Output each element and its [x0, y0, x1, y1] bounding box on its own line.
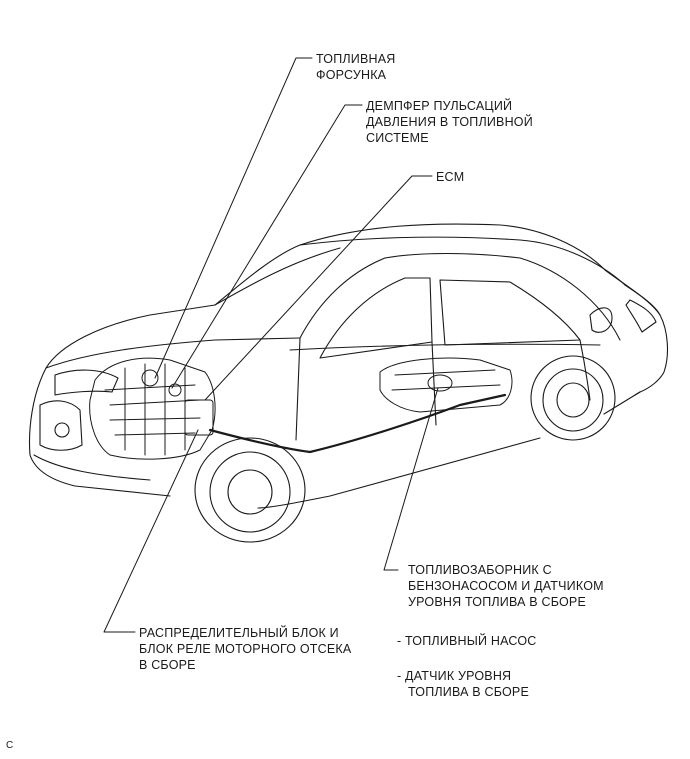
- label-fuel-suction-line1: ТОПЛИВОЗАБОРНИК С: [408, 563, 552, 577]
- tail-light: [625, 299, 657, 333]
- leader-lines: [103, 57, 439, 633]
- label-fuel-gauge-item: - ДАТЧИК УРОВНЯ ТОПЛИВА В СБОРЕ: [397, 668, 529, 700]
- leader-relay-block: [103, 429, 199, 633]
- car-body-lower: [29, 391, 641, 509]
- leader-fuel-suction: [383, 387, 439, 571]
- label-fuel-suction: ТОПЛИВОЗАБОРНИК С БЕНЗОНАСОСОМ И ДАТЧИКО…: [408, 562, 604, 610]
- label-fuel-gauge-item-line1: - ДАТЧИК УРОВНЯ: [397, 669, 512, 683]
- label-fuel-suction-line2: БЕНЗОНАСОСОМ И ДАТЧИКОМ: [408, 579, 604, 593]
- belt-line: [289, 343, 601, 351]
- label-ecm-text: ECM: [436, 170, 465, 184]
- label-fuel-injector-line2: ФОРСУНКА: [316, 68, 387, 82]
- fuel-door: [589, 307, 613, 333]
- corner-mark-text: C: [6, 740, 14, 751]
- door-line-front: [295, 337, 437, 441]
- label-relay-block-line2: БЛОК РЕЛЕ МОТОРНОГО ОТСЕКА: [139, 642, 352, 656]
- grille: [39, 400, 83, 451]
- roof-line: [299, 236, 626, 286]
- label-fuel-pump-item-text: - ТОПЛИВНЫЙ НАСОС: [397, 634, 537, 648]
- rear-wheel: [542, 368, 604, 432]
- side-window-front: [319, 277, 433, 359]
- leader-pulsation-damper: [171, 104, 363, 389]
- label-fuel-injector-line1: ТОПЛИВНАЯ: [316, 52, 396, 66]
- engine-assembly: [89, 357, 216, 460]
- front-emblem: [54, 422, 70, 438]
- windshield: [214, 247, 386, 339]
- front-wheel-hub: [227, 469, 273, 515]
- label-ecm: ECM: [436, 169, 464, 185]
- front-wheel: [209, 451, 291, 533]
- a-pillar: [384, 252, 521, 259]
- door-line-rear: [579, 339, 591, 401]
- label-pulsation-damper-line2: ДАВЛЕНИЯ В ТОПЛИВНОЙ: [366, 115, 533, 129]
- side-window-rear: [439, 279, 581, 346]
- rear-wheel-hub: [556, 382, 590, 418]
- rear-wheel-arch: [530, 355, 616, 441]
- front-wheel-arch: [194, 437, 306, 543]
- headlight: [54, 369, 119, 396]
- label-relay-block: РАСПРЕДЕЛИТЕЛЬНЫЙ БЛОК И БЛОК РЕЛЕ МОТОР…: [139, 625, 351, 673]
- label-pulsation-damper-line3: СИСТЕМЕ: [366, 131, 429, 145]
- c-pillar: [519, 257, 621, 341]
- leader-fuel-injector: [154, 57, 313, 379]
- fuel-tank: [379, 357, 513, 413]
- trunk-line: [624, 284, 661, 316]
- corner-mark: C: [6, 740, 13, 752]
- label-relay-block-line1: РАСПРЕДЕЛИТЕЛЬНЫЙ БЛОК И: [139, 626, 339, 640]
- label-pulsation-damper-line1: ДЕМПФЕР ПУЛЬСАЦИЙ: [366, 99, 513, 113]
- leader-ecm: [204, 175, 433, 401]
- label-pulsation-damper: ДЕМПФЕР ПУЛЬСАЦИЙ ДАВЛЕНИЯ В ТОПЛИВНОЙ С…: [366, 98, 533, 146]
- label-relay-block-line3: В СБОРЕ: [139, 658, 196, 672]
- label-fuel-injector: ТОПЛИВНАЯ ФОРСУНКА: [316, 51, 396, 83]
- hood-line: [45, 337, 301, 369]
- bumper: [33, 454, 151, 481]
- fuel-line: [208, 393, 507, 454]
- label-fuel-suction-line3: УРОВНЯ ТОПЛИВА В СБОРЕ: [408, 595, 586, 609]
- car-body-outline: [29, 223, 669, 456]
- label-fuel-pump-item: - ТОПЛИВНЫЙ НАСОС: [397, 633, 536, 649]
- label-fuel-gauge-item-line2: ТОПЛИВА В СБОРЕ: [408, 685, 529, 699]
